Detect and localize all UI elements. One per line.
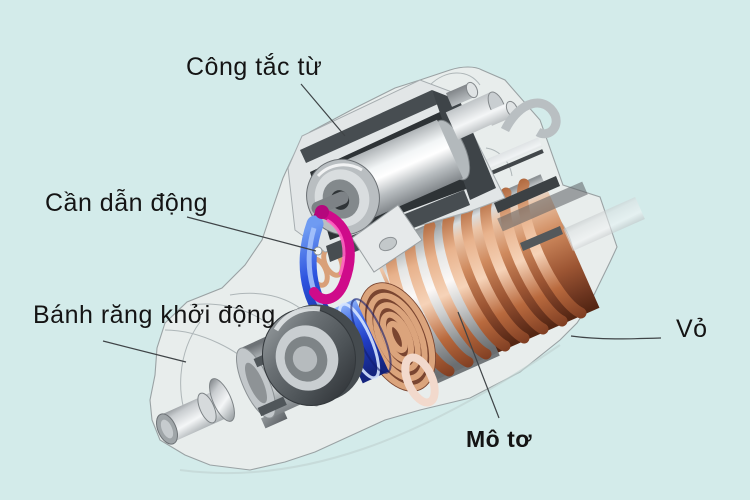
leader-solenoid: [300, 83, 346, 137]
leader-motor: [457, 311, 500, 419]
end-windings: [357, 282, 439, 407]
label-drive-lever: Cần dẫn động: [45, 189, 209, 217]
leader-housing: [570, 335, 662, 340]
shift-fork-magenta: [309, 209, 355, 305]
contact-plunger: [445, 92, 503, 140]
solenoid-terminals: [446, 81, 561, 139]
leader-drive-lever: [186, 216, 317, 252]
label-pinion-gear: Bánh răng khởi động: [33, 301, 276, 329]
clutch-collar: [261, 304, 365, 407]
rear-shaft: [563, 197, 645, 251]
leader-pinion-gear: [102, 340, 187, 363]
label-motor: Mô tơ: [466, 426, 533, 452]
solenoid-assembly: [287, 79, 561, 273]
label-solenoid: Công tắc từ: [186, 53, 323, 81]
label-housing: Vỏ: [676, 315, 708, 343]
lever-bracket: [351, 204, 423, 273]
armature-motor: [306, 174, 645, 407]
leader-lines: [102, 83, 662, 419]
pinion-gear-assembly: [156, 304, 365, 445]
